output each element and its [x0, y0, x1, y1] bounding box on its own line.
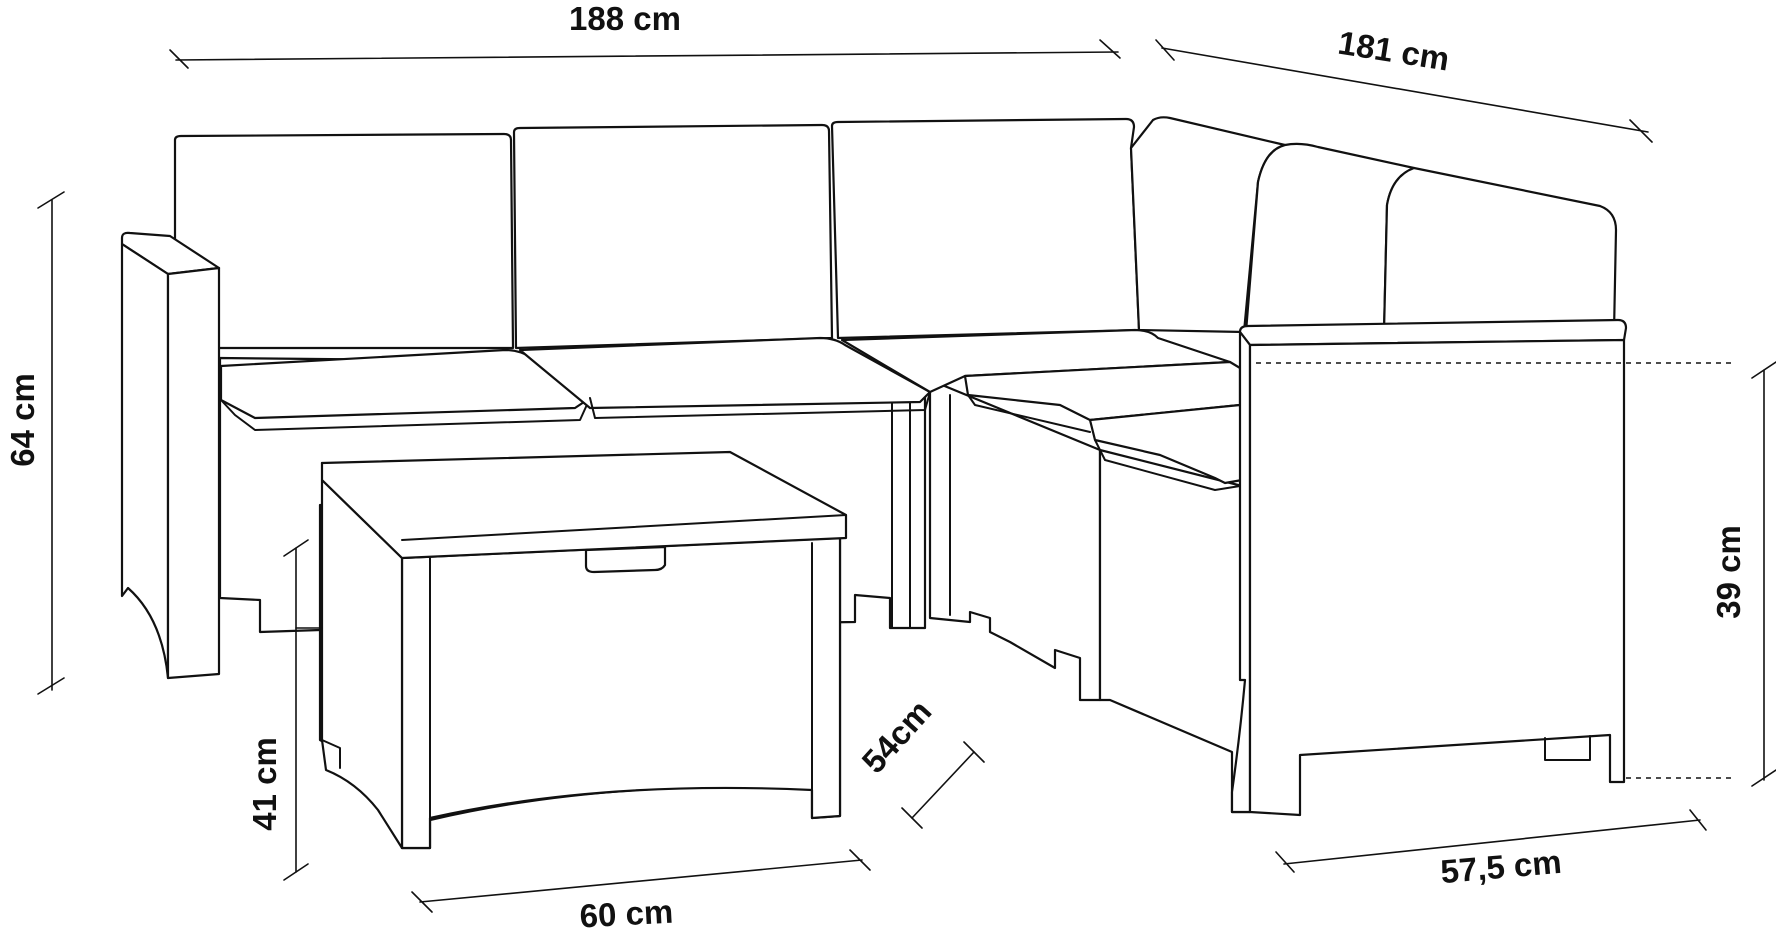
table-top-edge — [401, 514, 847, 541]
dim-line-table-depth — [911, 751, 975, 819]
label-total-height: 64 cm — [4, 373, 41, 467]
dim-line-corner-length — [1161, 47, 1649, 133]
table-top — [320, 450, 848, 560]
armrest-right-side — [1230, 330, 1252, 814]
coffee-table — [318, 450, 848, 850]
label-table-depth: 54cm — [854, 693, 938, 780]
dim-line-table-width — [419, 859, 863, 903]
label-seat-depth: 57,5 cm — [1439, 843, 1563, 890]
cushion-1-edge — [220, 397, 591, 431]
cushion-2-edge — [589, 391, 931, 419]
sofa-backrests — [173, 116, 1618, 350]
label-sofa-length: 188 cm — [569, 0, 681, 37]
armrest-right-front — [1248, 338, 1626, 817]
sofa-front-corner — [928, 378, 1102, 702]
armrest-right-foot — [1544, 735, 1591, 761]
label-table-height: 41 cm — [246, 737, 283, 831]
dim-line-sofa-length — [175, 51, 1119, 61]
armrest-right — [1230, 318, 1628, 817]
label-corner-length: 181 cm — [1336, 24, 1452, 78]
table-side — [320, 478, 404, 850]
table-handle — [584, 545, 667, 574]
backrest-middle — [512, 123, 834, 350]
armrest-left-front — [166, 266, 221, 680]
armrest-right-top — [1238, 318, 1628, 347]
table-front — [400, 536, 842, 850]
cushion-right-edge — [1094, 439, 1241, 491]
armrest-left — [120, 231, 221, 680]
dimension-lines — [37, 39, 1776, 913]
table-leg-lines — [429, 542, 813, 819]
label-table-width: 60 cm — [579, 893, 674, 933]
cushion-corner-2-edge — [967, 394, 1091, 433]
backrest-right-3 — [1382, 166, 1618, 334]
label-seat-height: 39 cm — [1710, 525, 1747, 619]
seat-cushions — [219, 328, 1244, 491]
dim-line-seat-depth — [1283, 819, 1701, 865]
table-foot-line — [321, 739, 341, 769]
backrest-left — [173, 132, 515, 350]
sofa-front-right — [1098, 448, 1252, 814]
backrest-corner — [830, 117, 1141, 340]
armrest-left-side — [120, 242, 170, 680]
cushion-2 — [518, 336, 932, 410]
sofa-leg-lines — [891, 384, 911, 629]
